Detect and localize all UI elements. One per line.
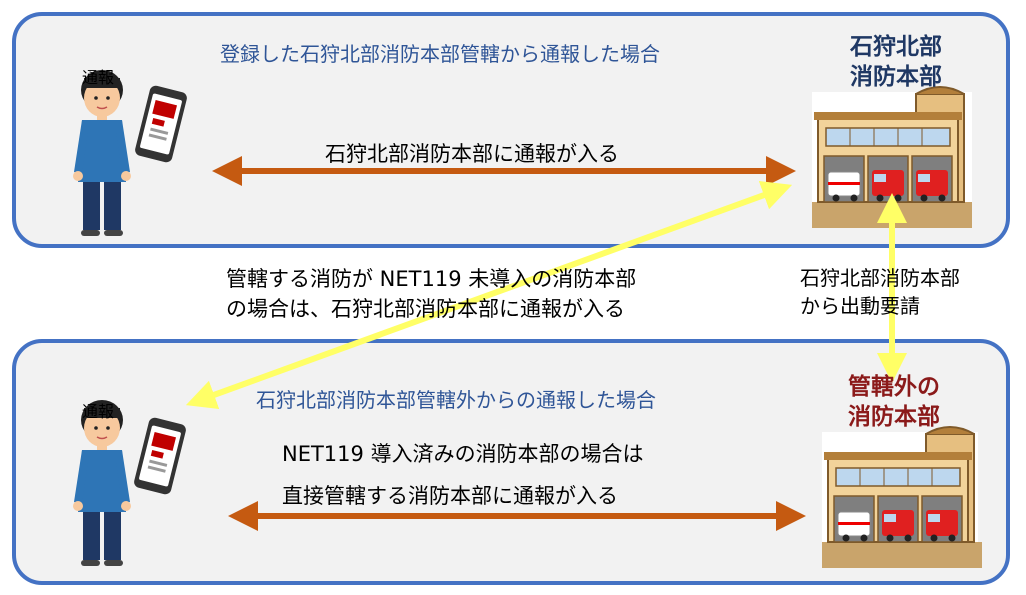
- fallback-note-line: 管轄する消防が NET119 未導入の消防本部: [226, 264, 636, 294]
- caller-label: 通報: [82, 64, 114, 88]
- station-label-ishikari: 石狩北部 消防本部: [834, 32, 958, 92]
- caller-person-icon: [73, 70, 131, 236]
- direct-call-label: 直接管轄する消防本部に通報が入る: [282, 480, 618, 510]
- dispatch-note-line: 石狩北部消防本部: [800, 264, 960, 292]
- fallback-note: 管轄する消防が NET119 未導入の消防本部 の場合は、石狩北部消防本部に通報…: [226, 264, 636, 324]
- station-label-line: 消防本部: [824, 402, 964, 432]
- smartphone-icon: [133, 416, 187, 495]
- fire-station-icon: [812, 87, 972, 228]
- station-label-line: 消防本部: [834, 62, 958, 92]
- station-label-line: 管轄外の: [824, 372, 964, 402]
- station-label-line: 石狩北部: [834, 32, 958, 62]
- dispatch-note: 石狩北部消防本部 から出動要請: [800, 264, 960, 320]
- fallback-note-line: の場合は、石狩北部消防本部に通報が入る: [226, 294, 636, 324]
- dispatch-note-line: から出動要請: [800, 292, 960, 320]
- scenario-title-registered: 登録した石狩北部消防本部管轄から通報した場合: [220, 38, 660, 67]
- station-label-outside: 管轄外の 消防本部: [824, 372, 964, 432]
- fire-station-icon: [822, 427, 982, 568]
- scenario-title-outside: 石狩北部消防本部管轄外からの通報した場合: [256, 384, 656, 413]
- caller-person-icon: [73, 400, 131, 566]
- direct-call-label: NET119 導入済みの消防本部の場合は: [282, 438, 644, 468]
- caller-label: 通報: [82, 398, 114, 422]
- direct-call-label: 石狩北部消防本部に通報が入る: [325, 138, 619, 168]
- smartphone-icon: [134, 84, 188, 163]
